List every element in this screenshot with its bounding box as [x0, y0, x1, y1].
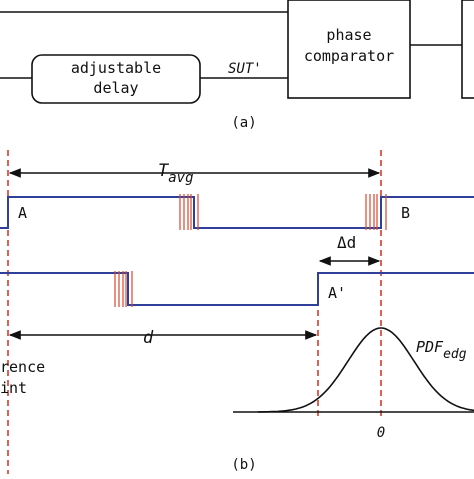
edge-b-label: B [401, 204, 410, 222]
bottom-waveform [0, 272, 474, 306]
phase-comparator-line2: comparator [304, 47, 394, 65]
top-falling-jitter [179, 194, 199, 230]
pdf-curve [258, 327, 474, 413]
edge-a-prime-label: A' [328, 284, 346, 302]
caption-b: (b) [231, 457, 256, 473]
adjustable-delay-line2: delay [93, 79, 138, 97]
adjustable-delay-line1: adjustable [71, 59, 161, 77]
timing-diagram-b: A B Tavg A' Δd d rence int PDFedg 0 (b) [0, 150, 474, 474]
right-block-edge [461, 0, 474, 99]
reference-point-line1: rence [0, 358, 45, 376]
edge-a-label: A [18, 204, 27, 222]
zero-label: 0 [377, 425, 385, 441]
top-waveform [0, 196, 474, 229]
bottom-falling-jitter [114, 271, 133, 307]
sut-label: SUT' [228, 61, 262, 77]
top-rising-jitter [365, 194, 387, 230]
d-label: d [143, 328, 154, 348]
block-diagram-a: phase comparator adjustable delay SUT' (… [0, 0, 474, 131]
t-avg-label: Tavg [158, 161, 194, 186]
delta-d-label: Δd [337, 233, 356, 252]
reference-point-line2: int [0, 379, 27, 397]
adjustable-delay-box [31, 54, 201, 104]
phase-comparator-box [287, 0, 411, 99]
caption-a: (a) [231, 115, 256, 131]
phase-comparator-line1: phase [326, 26, 371, 44]
pdf-label: PDFedg [416, 338, 467, 362]
